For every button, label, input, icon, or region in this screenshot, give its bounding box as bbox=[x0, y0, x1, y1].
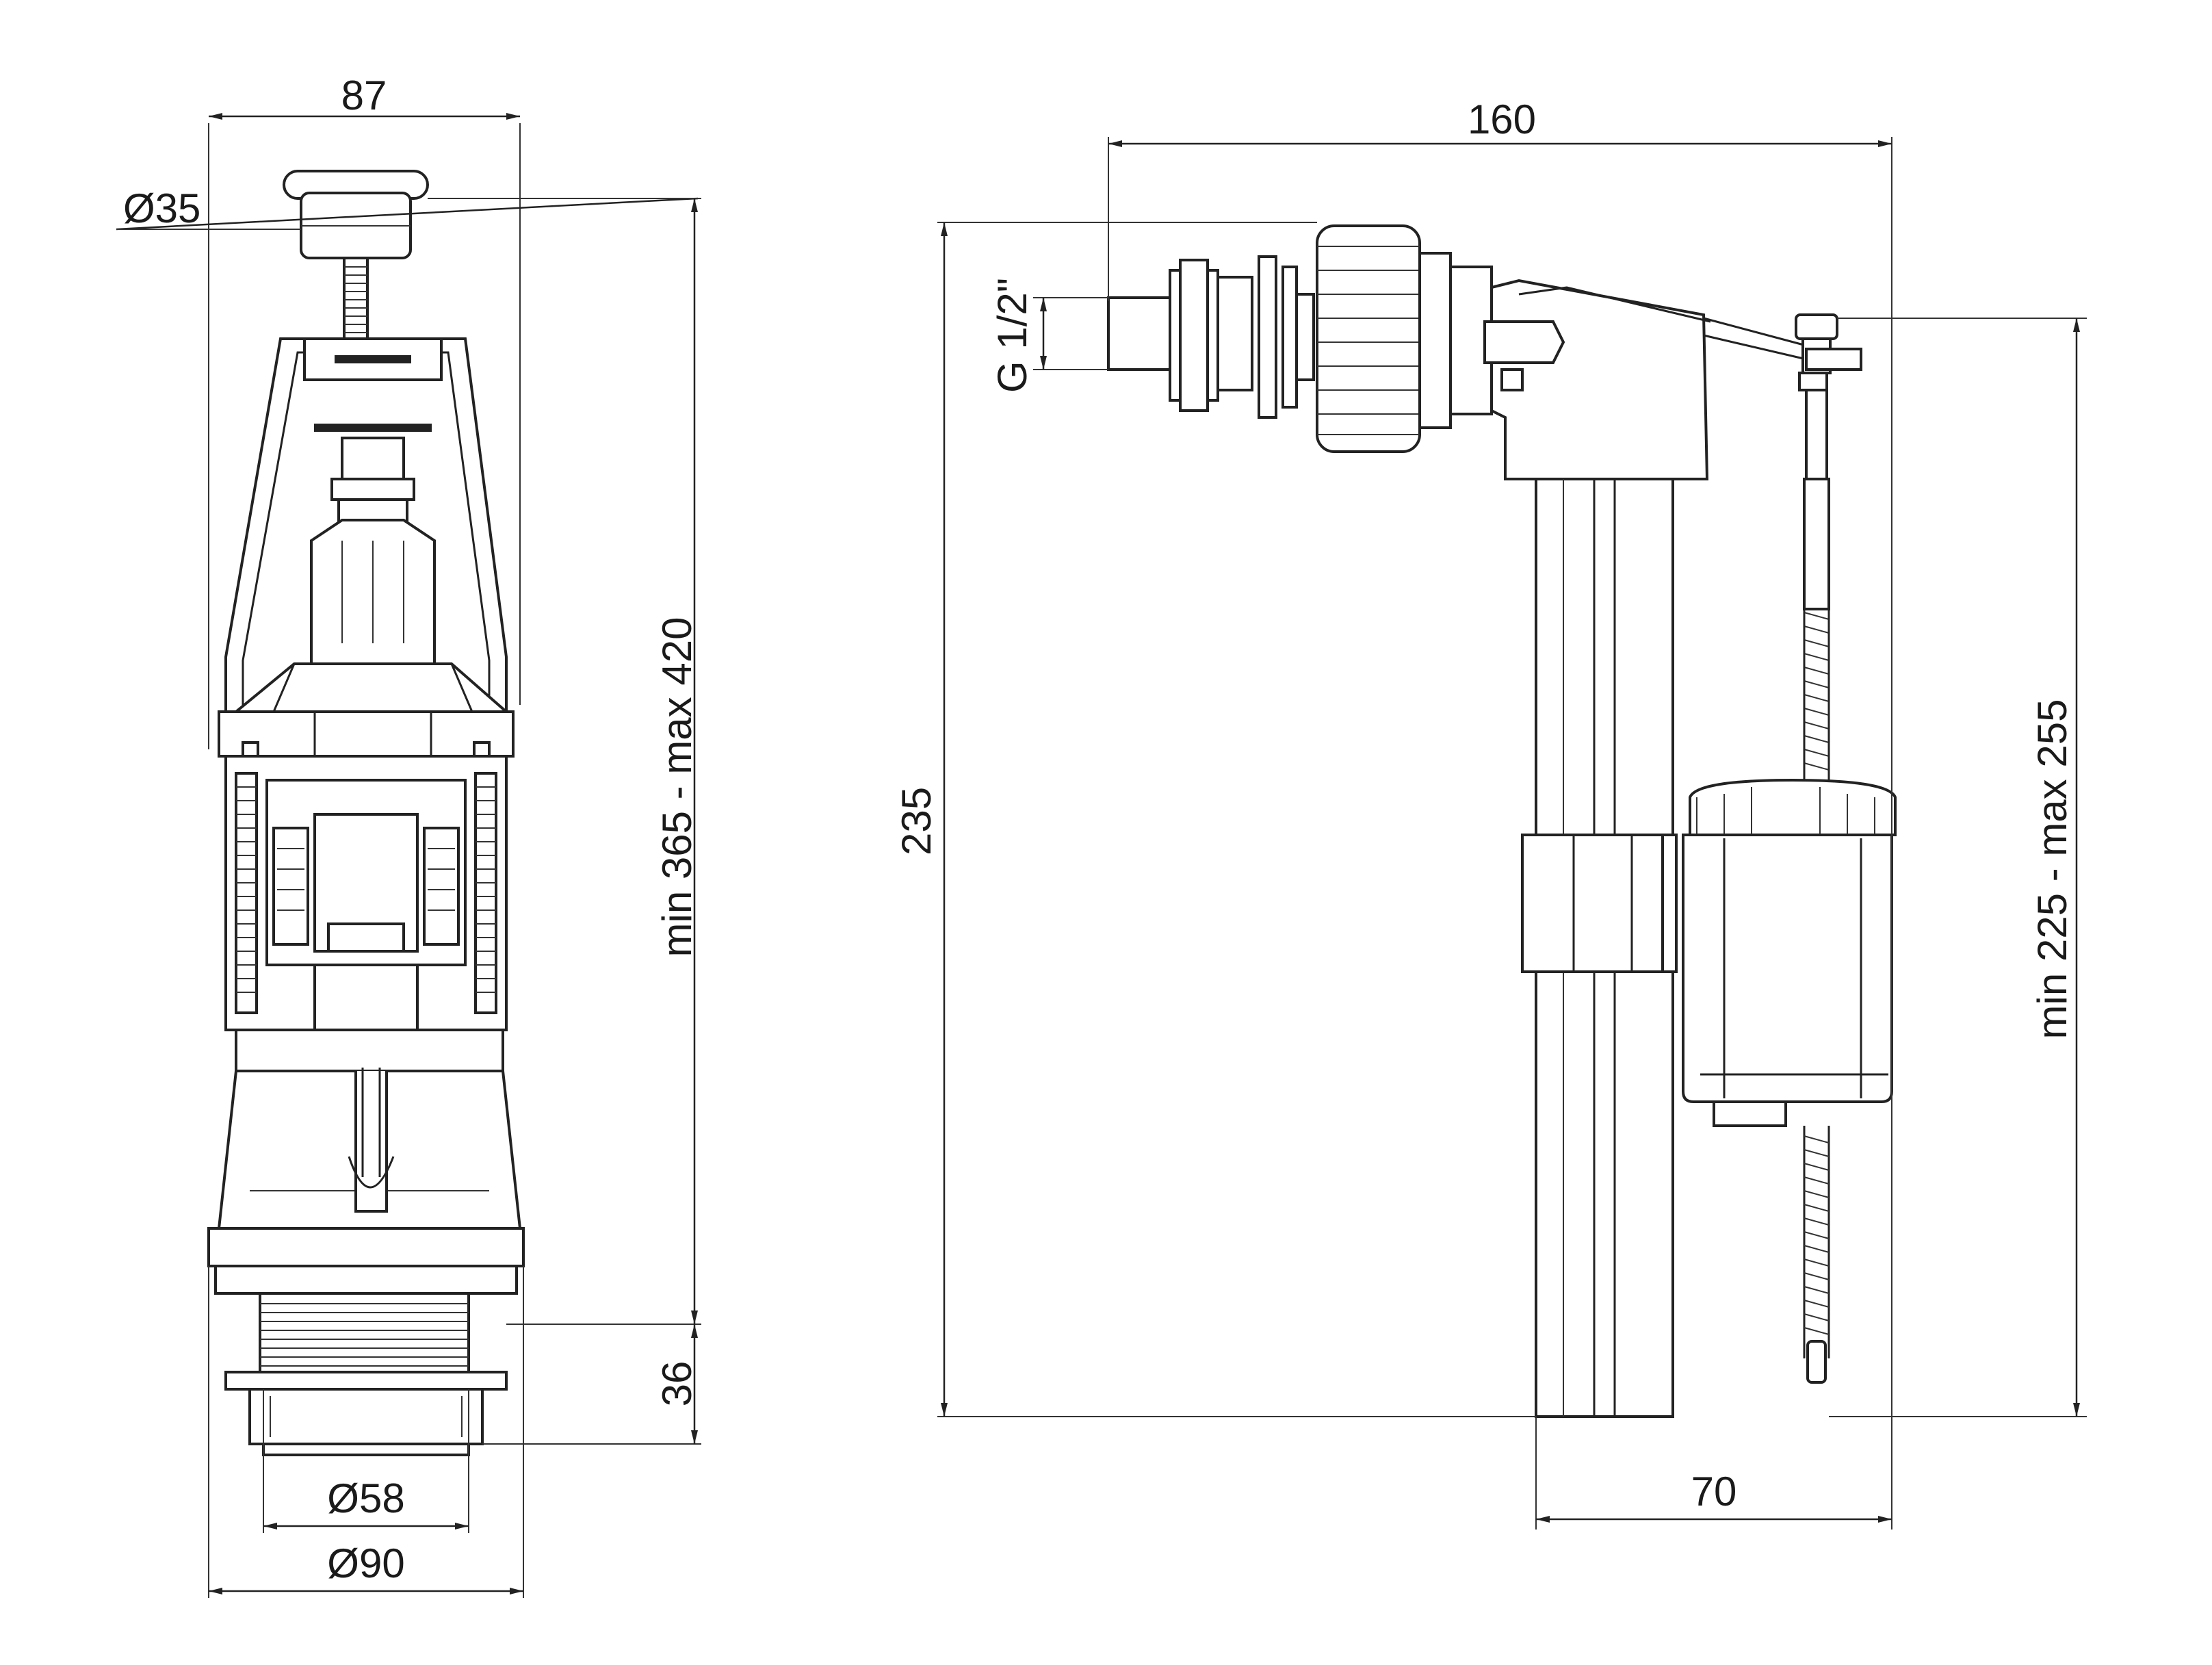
float-housing bbox=[217, 1029, 522, 1230]
fill-height-range-label: min 225 - max 255 bbox=[2029, 699, 2075, 1040]
inlet-pipe bbox=[1107, 255, 1315, 419]
valve-body bbox=[224, 755, 508, 1031]
button-diameter-label: Ø35 bbox=[123, 185, 200, 231]
adjustment-rod bbox=[1803, 389, 1830, 1384]
thread-size-label: G 1/2" bbox=[989, 278, 1035, 393]
thread-height-label: 36 bbox=[654, 1361, 700, 1407]
left-dimensions bbox=[116, 113, 701, 1598]
width-87-label: 87 bbox=[341, 73, 387, 118]
flush-valve-view bbox=[207, 170, 525, 1456]
float-arm bbox=[1703, 313, 1862, 391]
outer-diameter-label: Ø90 bbox=[327, 1540, 404, 1586]
float-width-label: 70 bbox=[1691, 1469, 1737, 1514]
inner-diameter-label: Ø58 bbox=[327, 1475, 404, 1521]
height-235-label: 235 bbox=[894, 787, 939, 855]
length-160-label: 160 bbox=[1468, 96, 1536, 142]
valve-cage bbox=[218, 337, 515, 808]
threaded-stem bbox=[343, 257, 369, 341]
float bbox=[1682, 778, 1897, 1127]
fill-valve-view bbox=[1107, 224, 1897, 1418]
knurled-nut bbox=[1316, 224, 1493, 453]
sliding-clamp bbox=[1521, 834, 1678, 973]
valve-head bbox=[1483, 279, 1711, 480]
base-flange bbox=[207, 1227, 525, 1456]
flush-height-range-label: min 365 - max 420 bbox=[654, 617, 700, 957]
push-button bbox=[283, 170, 429, 259]
right-dimensions bbox=[937, 137, 2087, 1530]
